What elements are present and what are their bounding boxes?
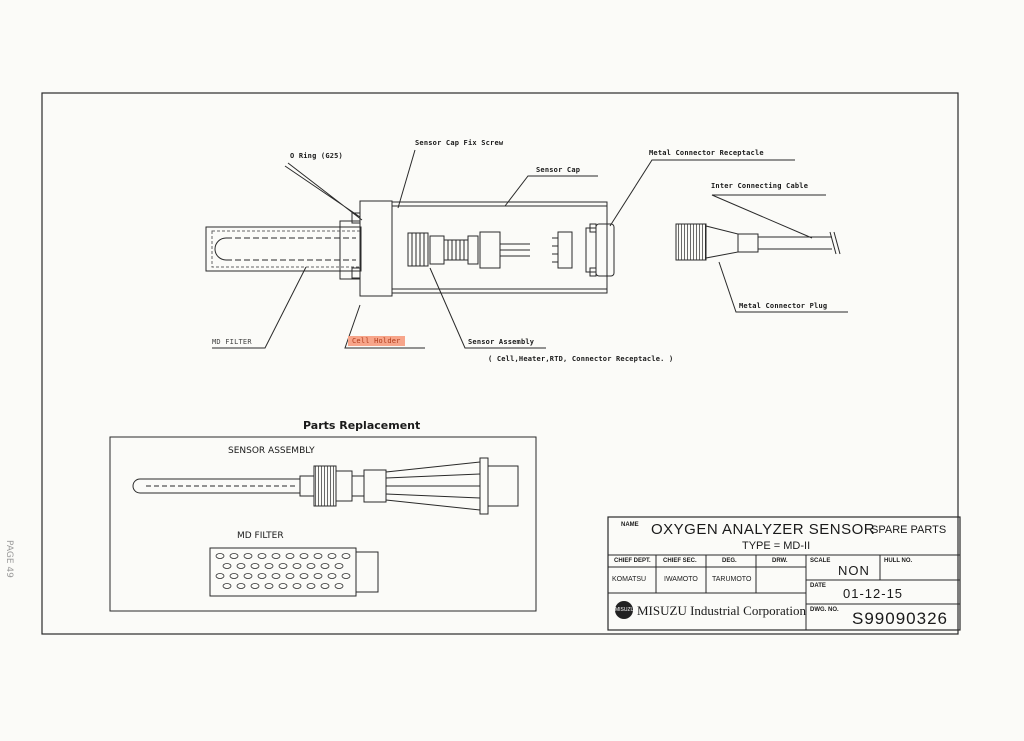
connector-plug-knurl xyxy=(675,223,707,261)
label-sensor-cap: Sensor Cap xyxy=(536,166,581,174)
tb-name-suffix: SPARE PARTS xyxy=(871,524,947,536)
title-block-grid xyxy=(607,516,961,631)
label-sensor-cap-fix-screw: Sensor Cap Fix Screw xyxy=(415,139,504,147)
md-filter-part-label: MD FILTER xyxy=(237,531,284,541)
tb-scale-value: NON xyxy=(838,563,870,578)
tb-sign-tarumoto: TARUMOTO xyxy=(712,576,752,583)
label-o-ring: O Ring (G25) xyxy=(290,152,343,160)
label-metal-connector-plug: Metal Connector Plug xyxy=(739,302,828,310)
main-sensor-drawing xyxy=(205,149,848,349)
tb-date-label: DATE xyxy=(810,583,826,589)
tb-sign-iwamoto: IWAMOTO xyxy=(664,576,698,583)
tb-date-value: 01-12-15 xyxy=(843,586,904,601)
filter-holes xyxy=(215,553,351,589)
tb-dwg-value: S99090326 xyxy=(852,609,948,628)
label-sensor-assembly-note: ( Cell,Heater,RTD, Connector Receptacle.… xyxy=(488,355,674,363)
tb-header-deg: DEG. xyxy=(722,558,737,564)
tb-sign-komatsu: KOMATSU xyxy=(612,576,647,583)
sensor-assembly-part-label: SENSOR ASSEMBLY xyxy=(228,446,315,456)
sensor-assembly-part xyxy=(132,457,519,515)
label-sensor-assembly: Sensor Assembly xyxy=(468,338,535,346)
label-inter-connecting-cable: Inter Connecting Cable xyxy=(711,182,809,190)
tb-scale-label: SCALE xyxy=(810,558,831,564)
cell-holder-highlight: Cell Holder xyxy=(348,336,405,346)
tb-header-drw: DRW. xyxy=(772,558,788,564)
parts-replacement-box xyxy=(109,436,537,612)
tb-header-chief-sec: CHIEF SEC. xyxy=(663,558,697,564)
tb-name-value: OXYGEN ANALYZER SENSOR xyxy=(651,521,876,538)
page-side-text: PAGE 49 xyxy=(4,540,14,578)
tb-dwg-label: DWG. NO. xyxy=(810,607,839,613)
tb-hull-label: HULL NO. xyxy=(884,558,913,564)
md-filter-part xyxy=(209,547,379,597)
label-cell-holder: Cell Holder xyxy=(348,336,405,346)
misuzu-logo-icon: MISUZU xyxy=(615,601,634,619)
label-md-filter: MD FILTER xyxy=(212,338,252,346)
parts-replacement-title: Parts Replacement xyxy=(303,419,421,432)
label-metal-connector-receptacle: Metal Connector Receptacle xyxy=(649,149,764,157)
tb-type-value: TYPE = MD-II xyxy=(742,540,811,552)
tb-company-name: MISUZU Industrial Corporation xyxy=(637,603,806,618)
drawing-frame xyxy=(41,92,959,635)
tb-header-chief-dept: CHIEF DEPT. xyxy=(614,558,651,564)
tb-name-label: NAME xyxy=(621,522,639,528)
